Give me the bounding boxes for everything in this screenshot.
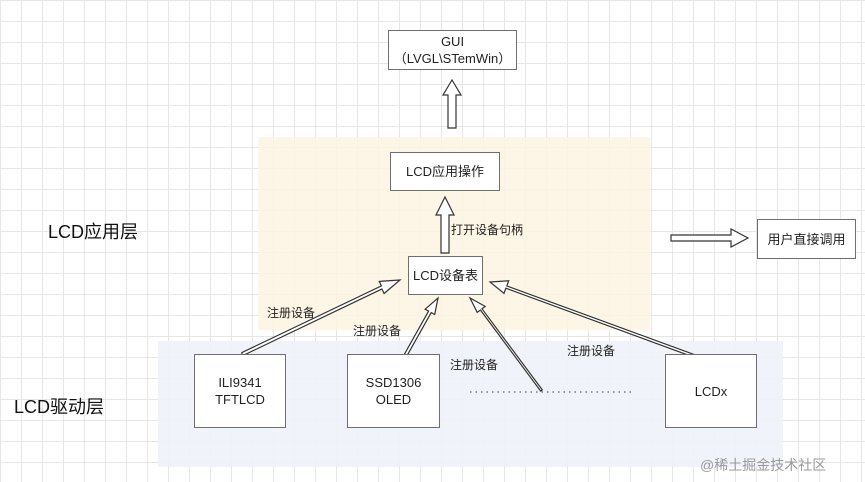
arrow-user-call [670, 228, 750, 248]
layer-title-driver: LCD驱动层 [14, 397, 105, 417]
lcdx-box: LCDx [665, 354, 757, 428]
arrow-ili9341-register [241, 279, 402, 357]
lcd-device-table-box: LCD设备表 [408, 256, 483, 295]
arrow-ops-to-gui [441, 78, 463, 129]
gui-label: GUI [440, 34, 465, 49]
arrow-lcdx-register [488, 280, 699, 359]
edge-label-open-handle: 打开设备句柄 [451, 223, 524, 237]
lcd-device-table-label: LCD设备表 [412, 268, 478, 283]
ili9341-sublabel: TFTLCD [215, 392, 265, 407]
gui-sublabel: （LVGL\STemWin） [393, 51, 512, 66]
ssd1306-box: SSD1306 OLED [347, 354, 440, 428]
layer-title-app: LCD应用层 [48, 222, 139, 242]
edge-label-register-dots: 注册设备 [450, 358, 499, 372]
ssd1306-sublabel: OLED [375, 392, 412, 407]
edge-label-register-ili9341: 注册设备 [267, 306, 316, 320]
user-call-label: 用户直接调用 [767, 231, 846, 247]
gui-box: GUI （LVGL\STemWin） [388, 30, 517, 70]
ssd1306-label: SSD1306 [365, 375, 422, 390]
edge-label-register-lcdx: 注册设备 [567, 344, 616, 358]
lcd-app-ops-box: LCD应用操作 [390, 152, 500, 191]
lcdx-label: LCDx [694, 383, 728, 399]
edge-label-register-ssd1306: 注册设备 [353, 324, 402, 338]
ili9341-box: ILI9341 TFTLCD [194, 354, 286, 428]
arrow-dots-register [468, 296, 544, 392]
user-call-box: 用户直接调用 [757, 219, 856, 259]
ili9341-label: ILI9341 [218, 375, 262, 390]
lcd-app-ops-label: LCD应用操作 [405, 164, 484, 179]
arrow-table-to-ops [435, 195, 455, 254]
watermark: @稀土掘金技术社区 [700, 457, 827, 473]
